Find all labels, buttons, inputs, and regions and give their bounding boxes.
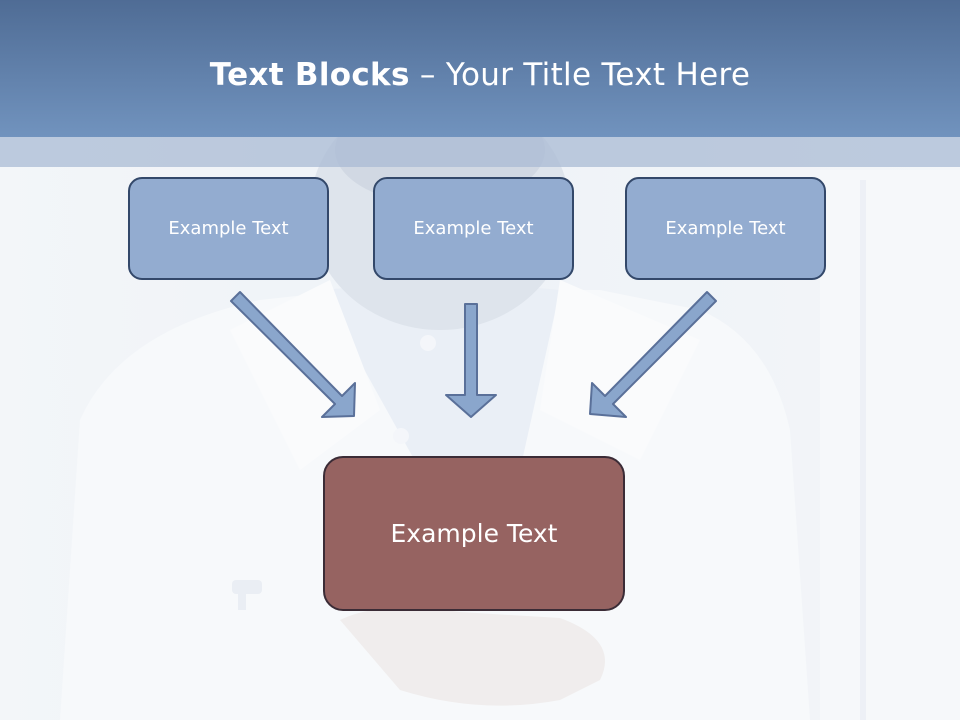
text-block-center[interactable]: Example Text	[373, 177, 574, 280]
text-block-main[interactable]: Example Text	[323, 456, 625, 611]
arrow-center	[445, 303, 497, 418]
text-block-center-label: Example Text	[413, 218, 534, 239]
text-block-left[interactable]: Example Text	[128, 177, 329, 280]
slide-title: Text Blocks – Your Title Text Here	[0, 52, 960, 98]
title-bar	[0, 0, 960, 137]
text-block-left-label: Example Text	[168, 218, 289, 239]
title-bold: Text Blocks	[209, 57, 410, 93]
text-block-main-label: Example Text	[390, 519, 558, 548]
arrow-left	[230, 291, 356, 418]
arrow-right	[589, 291, 717, 418]
title-dash: –	[409, 57, 446, 93]
title-rest: Your Title Text Here	[445, 57, 751, 93]
title-strip	[0, 137, 960, 167]
text-block-right[interactable]: Example Text	[625, 177, 826, 280]
text-block-right-label: Example Text	[665, 218, 786, 239]
